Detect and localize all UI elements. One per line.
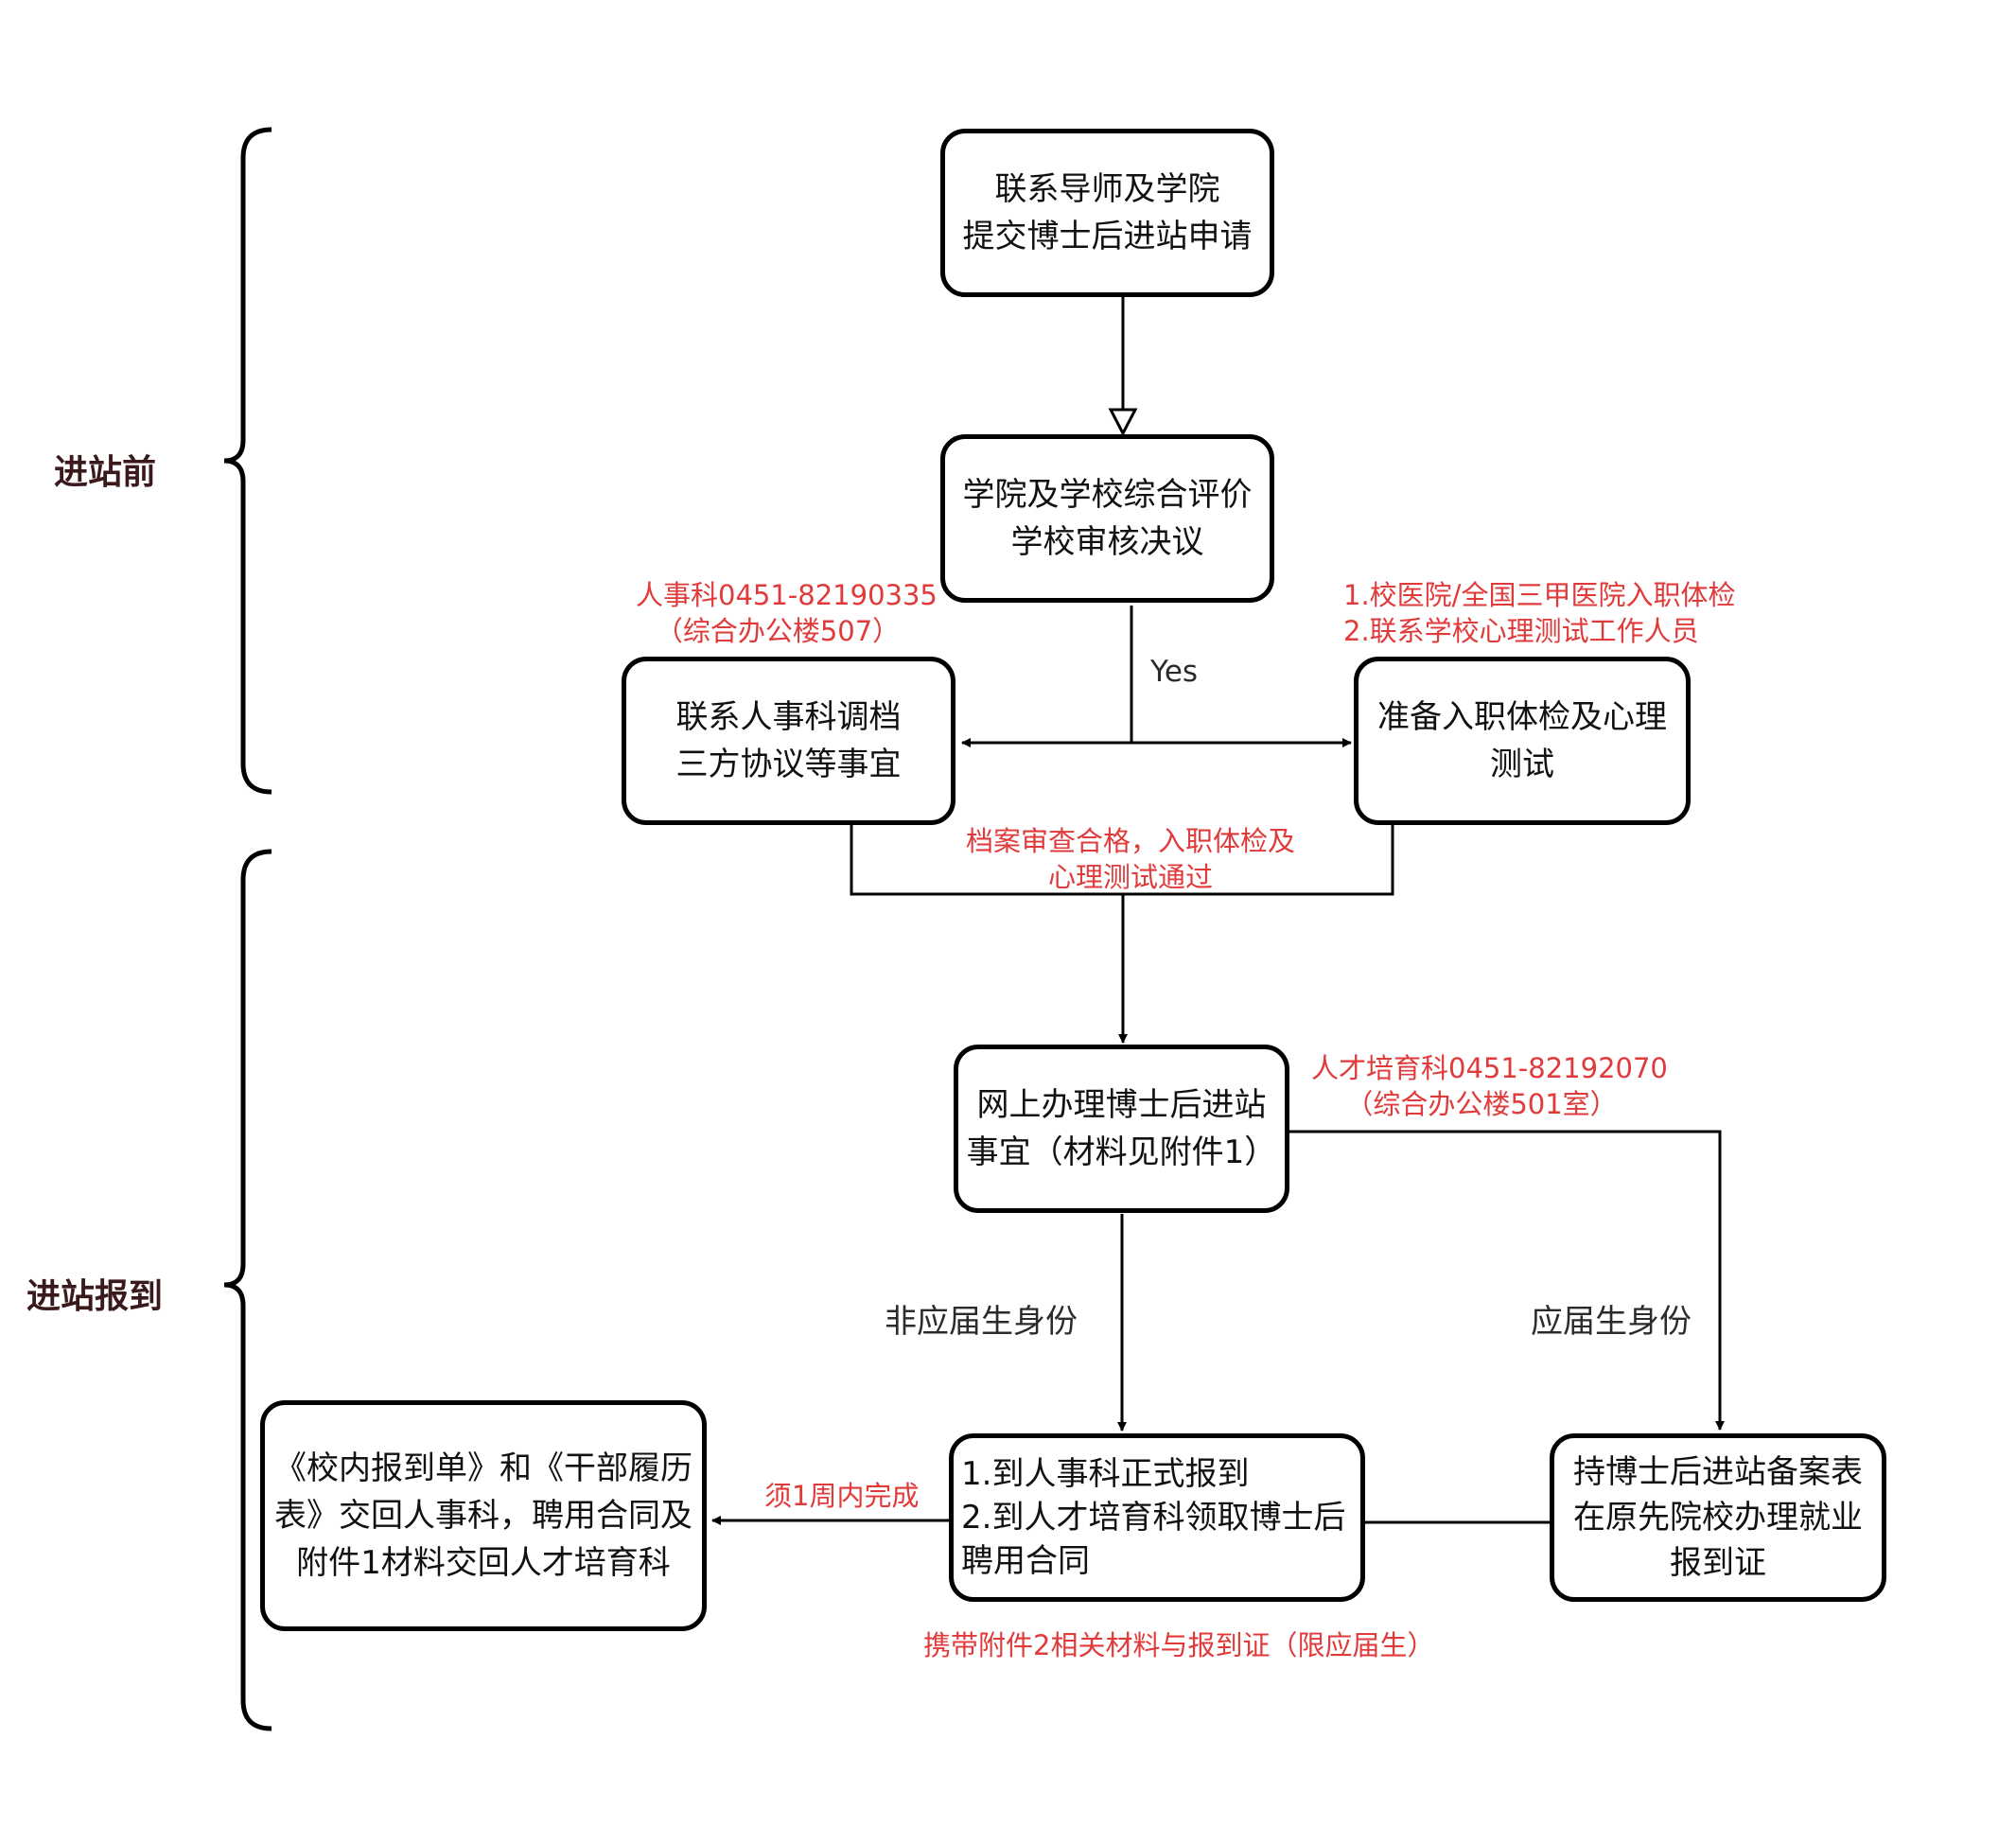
phase-label-before: 进站前 bbox=[54, 453, 157, 492]
step-return-forms-line-1: 《校内报到单》和《干部履历 bbox=[274, 1449, 692, 1487]
step-apply-line-2: 提交博士后进站申请 bbox=[962, 218, 1253, 255]
hollow-arrowhead bbox=[1108, 408, 1138, 437]
step-hr-archive-line-1: 联系人事科调档 bbox=[675, 698, 902, 736]
step-fresh-grad-line-3: 报到证 bbox=[1670, 1544, 1766, 1582]
step-online-line-2: 事宜（材料见附件1） bbox=[966, 1133, 1277, 1171]
note-hr-contact-line-1: 人事科0451-82190335 bbox=[636, 579, 938, 611]
note-pass-condition: 档案审查合格，入职体检及 心理测试通过 bbox=[955, 823, 1306, 895]
step-online: 网上办理博士后进站 事宜（材料见附件1） bbox=[954, 1045, 1289, 1213]
step-return-forms-line-2: 表》交回人事科，聘用合同及 bbox=[274, 1497, 692, 1535]
note-talent-contact-line-1: 人才培育科0451-82192070 bbox=[1311, 1052, 1668, 1084]
brace-before bbox=[223, 127, 272, 795]
brace-report bbox=[223, 849, 272, 1731]
step-fresh-grad: 持博士后进站备案表 在原先院校办理就业 报到证 bbox=[1550, 1433, 1886, 1602]
label-non-fresh: 非应届生身份 bbox=[885, 1303, 1078, 1341]
note-medical-line-1: 1.校医院/全国三甲医院入职体检 bbox=[1343, 579, 1736, 611]
note-pass-condition-line-2: 心理测试通过 bbox=[1047, 861, 1213, 893]
step-formal-report-line-1: 1.到人事科正式报到 bbox=[961, 1455, 1250, 1493]
step-review: 学院及学校综合评价 学校审核决议 bbox=[940, 434, 1274, 603]
step-formal-report-line-2: 2.到人才培育科领取博士后 bbox=[961, 1499, 1346, 1537]
phase-label-report: 进站报到 bbox=[26, 1277, 164, 1316]
note-talent-contact-line-2: （综合办公楼501室） bbox=[1345, 1088, 1618, 1120]
step-formal-report: 1.到人事科正式报到 2.到人才培育科领取博士后 聘用合同 bbox=[949, 1433, 1365, 1602]
step-hr-archive-line-2: 三方协议等事宜 bbox=[675, 746, 902, 783]
step-apply-line-1: 联系导师及学院 bbox=[994, 170, 1220, 208]
step-fresh-grad-line-1: 持博士后进站备案表 bbox=[1573, 1453, 1863, 1491]
step-formal-report-line-3: 聘用合同 bbox=[961, 1542, 1090, 1580]
step-online-line-1: 网上办理博士后进站 bbox=[976, 1086, 1267, 1124]
note-pass-condition-line-1: 档案审查合格，入职体检及 bbox=[965, 825, 1295, 857]
step-return-forms: 《校内报到单》和《干部履历 表》交回人事科，聘用合同及 附件1材料交回人才培育科 bbox=[260, 1400, 707, 1631]
step-review-line-2: 学校审核决议 bbox=[1010, 523, 1204, 561]
note-bring-materials: 携带附件2相关材料与报到证（限应届生） bbox=[923, 1629, 1435, 1661]
step-apply: 联系导师及学院 提交博士后进站申请 bbox=[940, 129, 1274, 297]
step-return-forms-line-3: 附件1材料交回人才培育科 bbox=[296, 1544, 671, 1582]
note-medical-line-2: 2.联系学校心理测试工作人员 bbox=[1343, 615, 1699, 647]
connector-online-fresh bbox=[1288, 1130, 1725, 1431]
step-medical: 准备入职体检及心理 测试 bbox=[1354, 657, 1691, 825]
step-review-line-1: 学院及学校综合评价 bbox=[962, 476, 1253, 514]
note-deadline: 须1周内完成 bbox=[764, 1480, 920, 1512]
note-talent-contact: 人才培育科0451-82192070 （综合办公楼501室） bbox=[1311, 1050, 1668, 1122]
step-fresh-grad-line-2: 在原先院校办理就业 bbox=[1573, 1499, 1863, 1537]
label-fresh: 应届生身份 bbox=[1531, 1303, 1692, 1341]
step-medical-line-1: 准备入职体检及心理 bbox=[1377, 698, 1667, 736]
note-hr-contact-line-2: （综合办公楼507） bbox=[655, 615, 901, 647]
note-hr-contact: 人事科0451-82190335 （综合办公楼507） bbox=[636, 577, 938, 649]
label-yes: Yes bbox=[1150, 655, 1199, 689]
step-medical-line-2: 测试 bbox=[1490, 746, 1554, 783]
note-medical: 1.校医院/全国三甲医院入职体检 2.联系学校心理测试工作人员 bbox=[1343, 577, 1736, 649]
step-hr-archive: 联系人事科调档 三方协议等事宜 bbox=[622, 657, 955, 825]
